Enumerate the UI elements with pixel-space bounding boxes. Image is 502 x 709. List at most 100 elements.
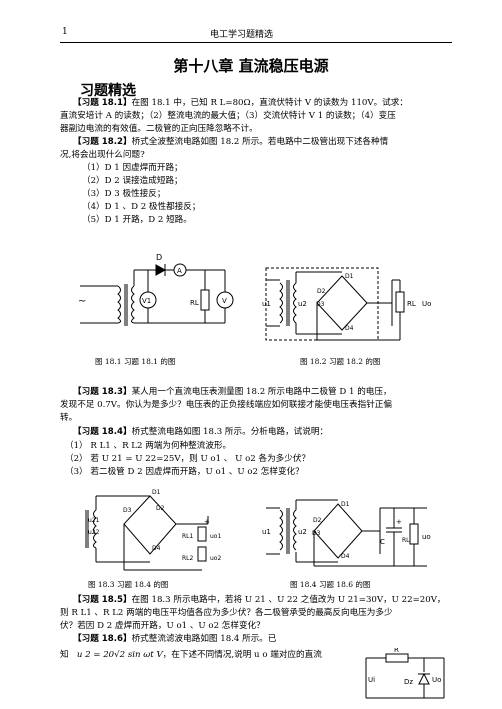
bridge-rectifier [316,275,368,331]
list-item: （3）D 3 极性接反； [82,189,166,199]
list-item: （1） R L1 、R L2 两端为何种整流波形。 [65,441,232,451]
diode-d1-label: D1 [152,489,161,496]
transformer-secondary [293,509,297,551]
resistor-rl1-label: RL1 [182,533,194,540]
problem-label: 【习题 18.4】 [73,427,132,437]
problem-label: 【习题 18.5】 [73,595,132,605]
diode-d1-label: D1 [345,273,354,280]
transformer-primary [117,285,121,324]
problem-text: 器副边电流的有效值。二极管的正向压降忽略不计。 [60,124,258,134]
ammeter-label: A [177,267,182,275]
u2-label: u2 [298,300,307,308]
formula: u 2 = 20√2 sin ωt V [76,650,163,660]
uo-label: Uo [432,676,441,684]
problem-18-2-items: （1）D 1 因虚焊而开路； （2）D 2 误接造成短路； （3）D 3 极性接… [82,162,382,227]
diode-symbol [155,264,167,276]
problem-text: 伏？若因 D 2 虚焊而开路，U o1 、U o2 怎样变化？ [60,621,265,631]
figure-18-1: ~ D A V1 RL V [78,253,234,326]
resistor-label: RL [402,537,410,544]
transformer-secondary [293,282,297,324]
resistor-r [385,653,409,663]
diode-d2-label: D2 [313,517,322,524]
list-item: （2）D 2 误接造成短路； [82,176,183,186]
uo2-label: uo2 [210,555,221,562]
uo-label: Uo [422,300,431,308]
problem-18-6: 【习题 18.6】桥式整流滤波电路如图 18.4 所示。已 知 u 2 = 20… [60,633,360,662]
resistor-rl2 [197,546,207,562]
problem-18-1: 【习题 18.1】在图 18.1 中，已知 R L=80Ω，直流伏特计 V 的读… [60,97,454,136]
problem-18-2: 【习题 18.2】桥式全波整流电路如图 18.2 所示。若电路中二极管出现下述各… [60,136,454,162]
resistor-rl [395,291,405,313]
diode-d4-label: D4 [341,553,350,560]
list-item: （5）D 1 开路，D 2 短路。 [82,215,192,225]
figure-caption: 图 18.2 习题 18.2 的图 [300,357,381,366]
u22-label: u22 [88,529,100,536]
figure-caption: 图 18.1 习题 18.1 的图 [95,357,176,366]
diode-label: D [156,253,162,262]
voltmeter-v1 [139,291,157,309]
figure-18-3: u21 u22 D1 D2 D3 D4 RL1 RL2 uo1 uo2 + [85,489,221,571]
transformer-primary [279,282,283,324]
problem-18-4: 【习题 18.4】桥式整流电路如图 18.3 所示。分析电路，试说明： [60,426,454,439]
list-item: （4）D 1 、D 2 极性都接反； [82,202,201,212]
problem-text: 桥式整流滤波电路如图 18.4 所示。已 [131,634,277,644]
chapter-title: 第十八章 直流稳压电源 [173,57,329,75]
figure-18-2: u1 u2 D1 D2 D3 D4 RL Uo [262,267,431,341]
problem-text: 转。 [60,413,78,423]
bridge-rectifier [123,495,177,555]
figure-caption: 图 18.4 习题 18.6 的图 [290,580,371,589]
problem-text: 知 [60,650,69,660]
resistor-label: RL [407,300,416,308]
transformer-secondary [131,285,135,324]
voltmeter-v-label: V [222,297,227,305]
problem-label: 【习题 18.6】 [73,634,132,644]
resistor-rl [200,289,210,311]
u1-label: u1 [262,528,271,536]
problem-text: 在图 18.1 中，已知 R L=80Ω，直流伏特计 V 的读数为 110V。试… [131,98,408,108]
voltmeter-v [216,291,234,309]
uo1-label: uo1 [210,533,221,540]
problem-text: 在图 18.3 所示电路中，若将 U 21 、U 22 之值改为 U 21=30… [131,595,446,605]
problem-text: 桥式全波整流电路如图 18.2 所示。若电路中二极管出现下述各种情 [131,137,389,147]
bridge-rectifier [313,503,363,559]
resistor-rl2-label: RL2 [182,555,194,562]
plus-sign: + [204,518,210,526]
figure-zener-regulator: R Ui Dz Uo [365,648,445,699]
diode-d3-label: D3 [316,301,325,308]
problem-text: 则 R L1 、R L2 两端的电压平均值各应为多少伏？各二极管承受的最高反向电… [60,608,393,618]
transformer-secondary [93,509,97,549]
problem-label: 【习题 18.3】 [73,387,132,397]
zener-diode [418,672,430,685]
problem-text: 发现不足 0.7V。你认为是多少？电压表的正负接线端应如何联接才能使电压表指针正… [60,400,392,410]
problem-label: 【习题 18.2】 [73,137,132,147]
resistor-label: R [394,648,399,654]
problem-18-5: 【习题 18.5】在图 18.3 所示电路中，若将 U 21 、U 22 之值改… [60,594,454,633]
problem-text: 直流安培计 A 的读数；（2）整流电流的最大值；（3）交流伏特计 V 1 的读数… [60,111,396,121]
page-number: 1 [62,27,68,37]
transformer-primary [279,509,283,551]
problem-text: ，在下述不同情况,说明 u o 端对应的直流 [162,650,322,660]
problem-18-4-items: （1） R L1 、R L2 两端为何种整流波形。 （2） 若 U 21 = U… [65,440,445,479]
capacitor-label: C [380,538,385,546]
figure-caption: 图 18.3 习题 18.4 的图 [88,580,169,589]
diode-d2-label: D2 [156,505,165,512]
plus-sign: + [396,518,402,526]
uo-label: uo [422,533,431,541]
diode-d4-label: D4 [152,545,161,552]
u21-label: u21 [88,517,100,524]
diode-d3-label: D3 [312,530,321,537]
u2-label: u2 [298,528,307,536]
ui-label: Ui [368,676,375,684]
diode-d1-label: D1 [341,501,350,508]
zener-label: Dz [404,678,413,686]
diode-d2-label: D2 [317,288,326,295]
figure-18-4: u1 u2 D1 D2 D3 D4 + C RL uo [262,499,431,567]
ac-source-symbol: ~ [78,296,86,307]
running-header: 电工学习题精选 [210,30,274,40]
header-rule [60,42,452,43]
list-item: （3） 若二极管 D 2 因虚焊而开路，U o1 、U o2 怎样变化？ [65,467,304,477]
resistor-label: RL [190,299,199,307]
section-title: 习题精选 [80,83,136,99]
resistor-rl [409,523,419,545]
resistor-rl1 [197,526,207,542]
